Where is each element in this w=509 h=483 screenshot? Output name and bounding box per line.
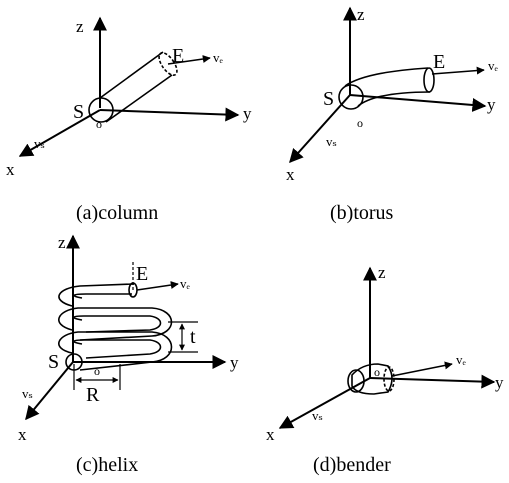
origin-label: o [96,117,102,131]
column-far-end [158,52,178,76]
pitch-label: t [190,326,196,348]
helix-inner-top [73,293,132,299]
panel-b [289,6,487,164]
end-label: E [433,51,445,73]
panel-b-caption: (b)torus [330,202,394,224]
column-start-disc [88,97,114,123]
helix-coil-middle [58,307,173,341]
column-top-edge [99,51,164,99]
panel-a [18,16,240,157]
ve-label: vₑ [456,352,467,367]
end-label: E [136,263,148,285]
y-axis-label: y [243,104,252,123]
x-axis-label: x [18,425,27,444]
x-axis-label: x [286,165,295,184]
origin-label: o [94,364,100,378]
torus-top-edge [344,67,429,87]
vs-label: vₛ [312,408,323,423]
ve-label: vₑ [488,58,499,73]
torus-start-disc [338,84,364,110]
start-label: S [48,351,59,373]
x-axis-label: x [6,160,15,179]
bender-back-disc [383,366,395,392]
panel-d-caption: (d)bender [313,454,391,476]
helix-coil-bottom [58,331,173,371]
ve-label: vₑ [180,276,191,291]
x-axis-arrow [278,377,371,429]
vs-label: vₛ [34,136,45,151]
torus-far-end [423,67,435,93]
radius-label: R [86,384,100,406]
y-axis-label: y [495,373,504,392]
ve-label: vₑ [213,50,224,65]
bender-front-disc [347,369,365,393]
vs-label: vₛ [326,134,337,149]
panel-d [278,266,496,429]
column-bottom-edge [105,74,173,123]
ve-arrow [391,361,453,377]
ve-arrow [431,66,485,75]
y-axis-arrow [369,374,496,389]
z-axis-label: z [76,17,84,36]
y-axis-label: y [487,95,496,114]
z-axis-label: z [357,5,365,24]
panel-c-caption: (c)helix [76,454,138,476]
vs-label: vₛ [22,386,33,401]
origin-label: o [357,116,363,130]
z-axis-label: z [378,263,386,282]
x-axis-arrow [289,94,351,164]
helix-inner-bottom [73,339,162,359]
x-axis-arrow [18,109,101,157]
helix-inner-middle [73,315,162,333]
y-axis-arrow [349,94,487,112]
panel-a-caption: (a)column [76,202,158,224]
end-label: E [172,45,184,67]
ve-arrow [167,55,211,65]
ve-arrow [136,281,179,291]
panel-c [25,234,227,421]
origin-label: o [374,365,380,379]
helix-coil-top [58,283,135,307]
x-axis-arrow [25,361,74,421]
start-label: S [73,101,84,123]
y-axis-label: y [230,353,239,372]
x-axis-label: x [266,425,275,444]
z-axis-label: z [58,233,66,252]
start-label: S [323,88,334,110]
